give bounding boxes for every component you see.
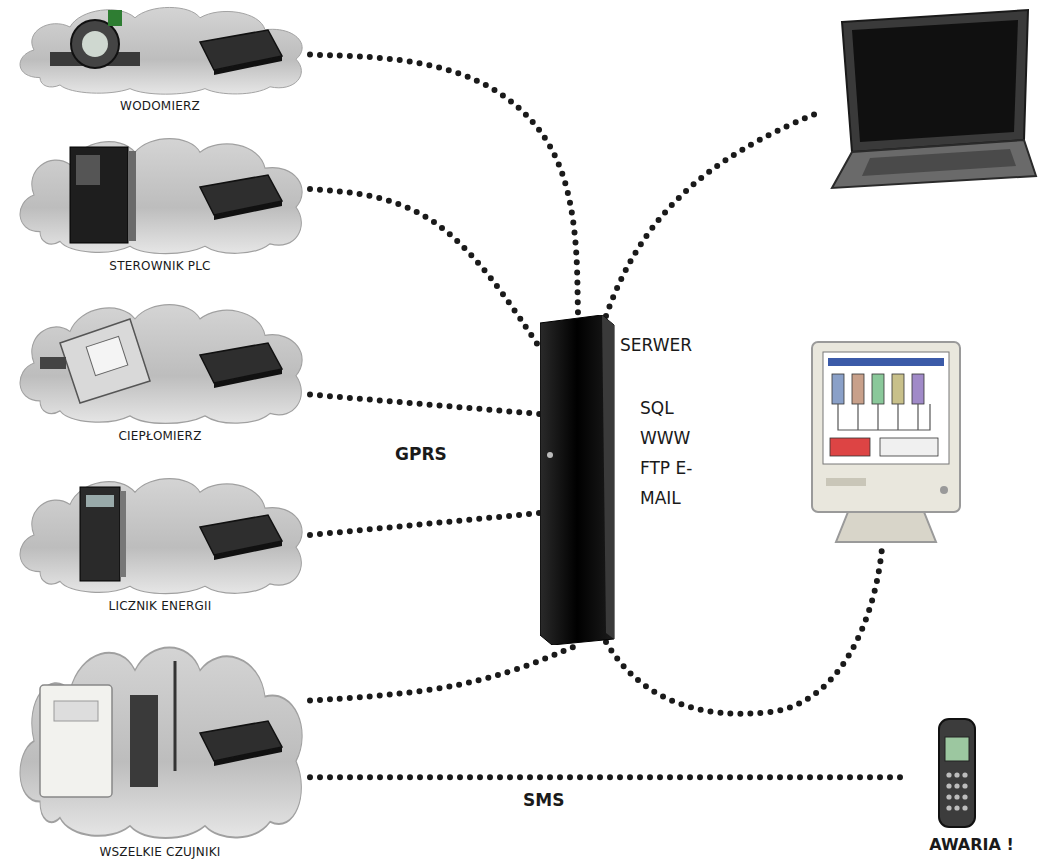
- device-cloud: CIEPŁOMIERZ: [10, 300, 310, 450]
- device-label: STEROWNIK PLC: [109, 259, 210, 273]
- gprs-modem: [200, 175, 282, 215]
- sensor-cable: [40, 357, 66, 369]
- link-label: SMS: [520, 790, 567, 810]
- device-icon: [40, 319, 282, 403]
- dotted-link: [606, 548, 882, 714]
- dotted-link: [606, 112, 820, 316]
- device-layer: [10, 300, 310, 426]
- cloud-shape: [20, 305, 302, 424]
- monitor-illustration: [812, 342, 960, 542]
- dotted-connector: [310, 645, 578, 701]
- device-icon: [70, 147, 282, 243]
- gprs-modem: [200, 721, 282, 761]
- cloud-shape: [20, 479, 302, 594]
- water-meter: [71, 20, 119, 68]
- meter-display: [86, 336, 128, 375]
- dotted-connector: [310, 513, 540, 535]
- device-layer: [10, 4, 310, 96]
- plc-controller: [70, 147, 128, 243]
- device-cloud: LICZNIK ENERGII: [10, 474, 310, 620]
- plc-side: [128, 151, 136, 241]
- laptop-illustration: [832, 10, 1036, 188]
- phone-key: [954, 772, 959, 777]
- meter-window: [86, 495, 114, 507]
- server-title: SERWER: [620, 335, 692, 355]
- phone-key: [954, 794, 959, 799]
- valve-knob: [108, 10, 122, 26]
- server-tower: [540, 315, 620, 645]
- server-node: SERWER SQL WWW FTP E-MAIL: [540, 315, 730, 645]
- gprs-modem-edge: [214, 541, 282, 560]
- phone-key: [946, 794, 951, 799]
- dotted-connector: [310, 189, 540, 348]
- phone-key: [954, 783, 959, 788]
- cloud-shape: [20, 648, 302, 838]
- phone-key: [962, 783, 967, 788]
- alarm-label: AWARIA !: [929, 835, 1014, 854]
- meter-dial: [82, 31, 108, 57]
- dotted-connector: [310, 55, 578, 315]
- dotted-link: [606, 112, 882, 714]
- device-cloud: STEROWNIK PLC: [10, 134, 310, 280]
- gprs-modem: [200, 515, 282, 555]
- device-icon: [80, 487, 282, 581]
- sensor-panel: [54, 701, 98, 721]
- meter-side: [120, 491, 126, 577]
- heat-meter: [60, 319, 150, 403]
- phone-key: [946, 783, 951, 788]
- phone-key: [962, 772, 967, 777]
- device-icon: [50, 10, 282, 75]
- phone-key: [946, 772, 951, 777]
- device-label: WSZELKIE CZUJNIKI: [99, 845, 220, 859]
- gprs-modem: [200, 30, 282, 70]
- sensor-box: [40, 685, 112, 797]
- phone-body: [939, 719, 975, 827]
- power-led: [547, 452, 553, 458]
- device-layer: [10, 474, 310, 596]
- device-layer: [10, 134, 310, 256]
- device-cloud: WODOMIERZ: [10, 4, 310, 120]
- server-case: [540, 315, 614, 645]
- device-label: LICZNIK ENERGII: [109, 599, 212, 613]
- device-layer: [10, 640, 310, 842]
- device-icon: [40, 661, 282, 797]
- gprs-modem-edge: [214, 369, 282, 388]
- dotted-connector: [310, 395, 540, 415]
- cloud-shape: [20, 139, 302, 254]
- phone-node: AWARIA !: [905, 715, 1038, 863]
- device-label: WODOMIERZ: [120, 99, 200, 113]
- mobile-phone: [905, 715, 1038, 831]
- phone-key: [962, 805, 967, 810]
- device-cloud: WSZELKIE CZUJNIKI: [10, 640, 310, 866]
- phone-key: [962, 794, 967, 799]
- sensor-unit: [130, 695, 158, 787]
- link-label: GPRS: [392, 444, 450, 464]
- device-label: CIEPŁOMIERZ: [118, 429, 201, 443]
- phone-screen: [945, 737, 969, 761]
- phone-key: [946, 805, 951, 810]
- phone-key: [954, 805, 959, 810]
- energy-meter: [80, 487, 120, 581]
- gprs-modem-edge: [214, 56, 282, 75]
- dotted-connector: [310, 774, 905, 780]
- gprs-modem-edge: [214, 201, 282, 220]
- gprs-modem-edge: [214, 747, 282, 766]
- server-side: [602, 315, 614, 639]
- plc-panel: [76, 155, 100, 185]
- gprs-modem: [200, 343, 282, 383]
- sensor-antenna: [174, 661, 177, 771]
- service-list: SQL WWW FTP E-MAIL: [640, 393, 714, 513]
- cloud-shape: [20, 7, 302, 94]
